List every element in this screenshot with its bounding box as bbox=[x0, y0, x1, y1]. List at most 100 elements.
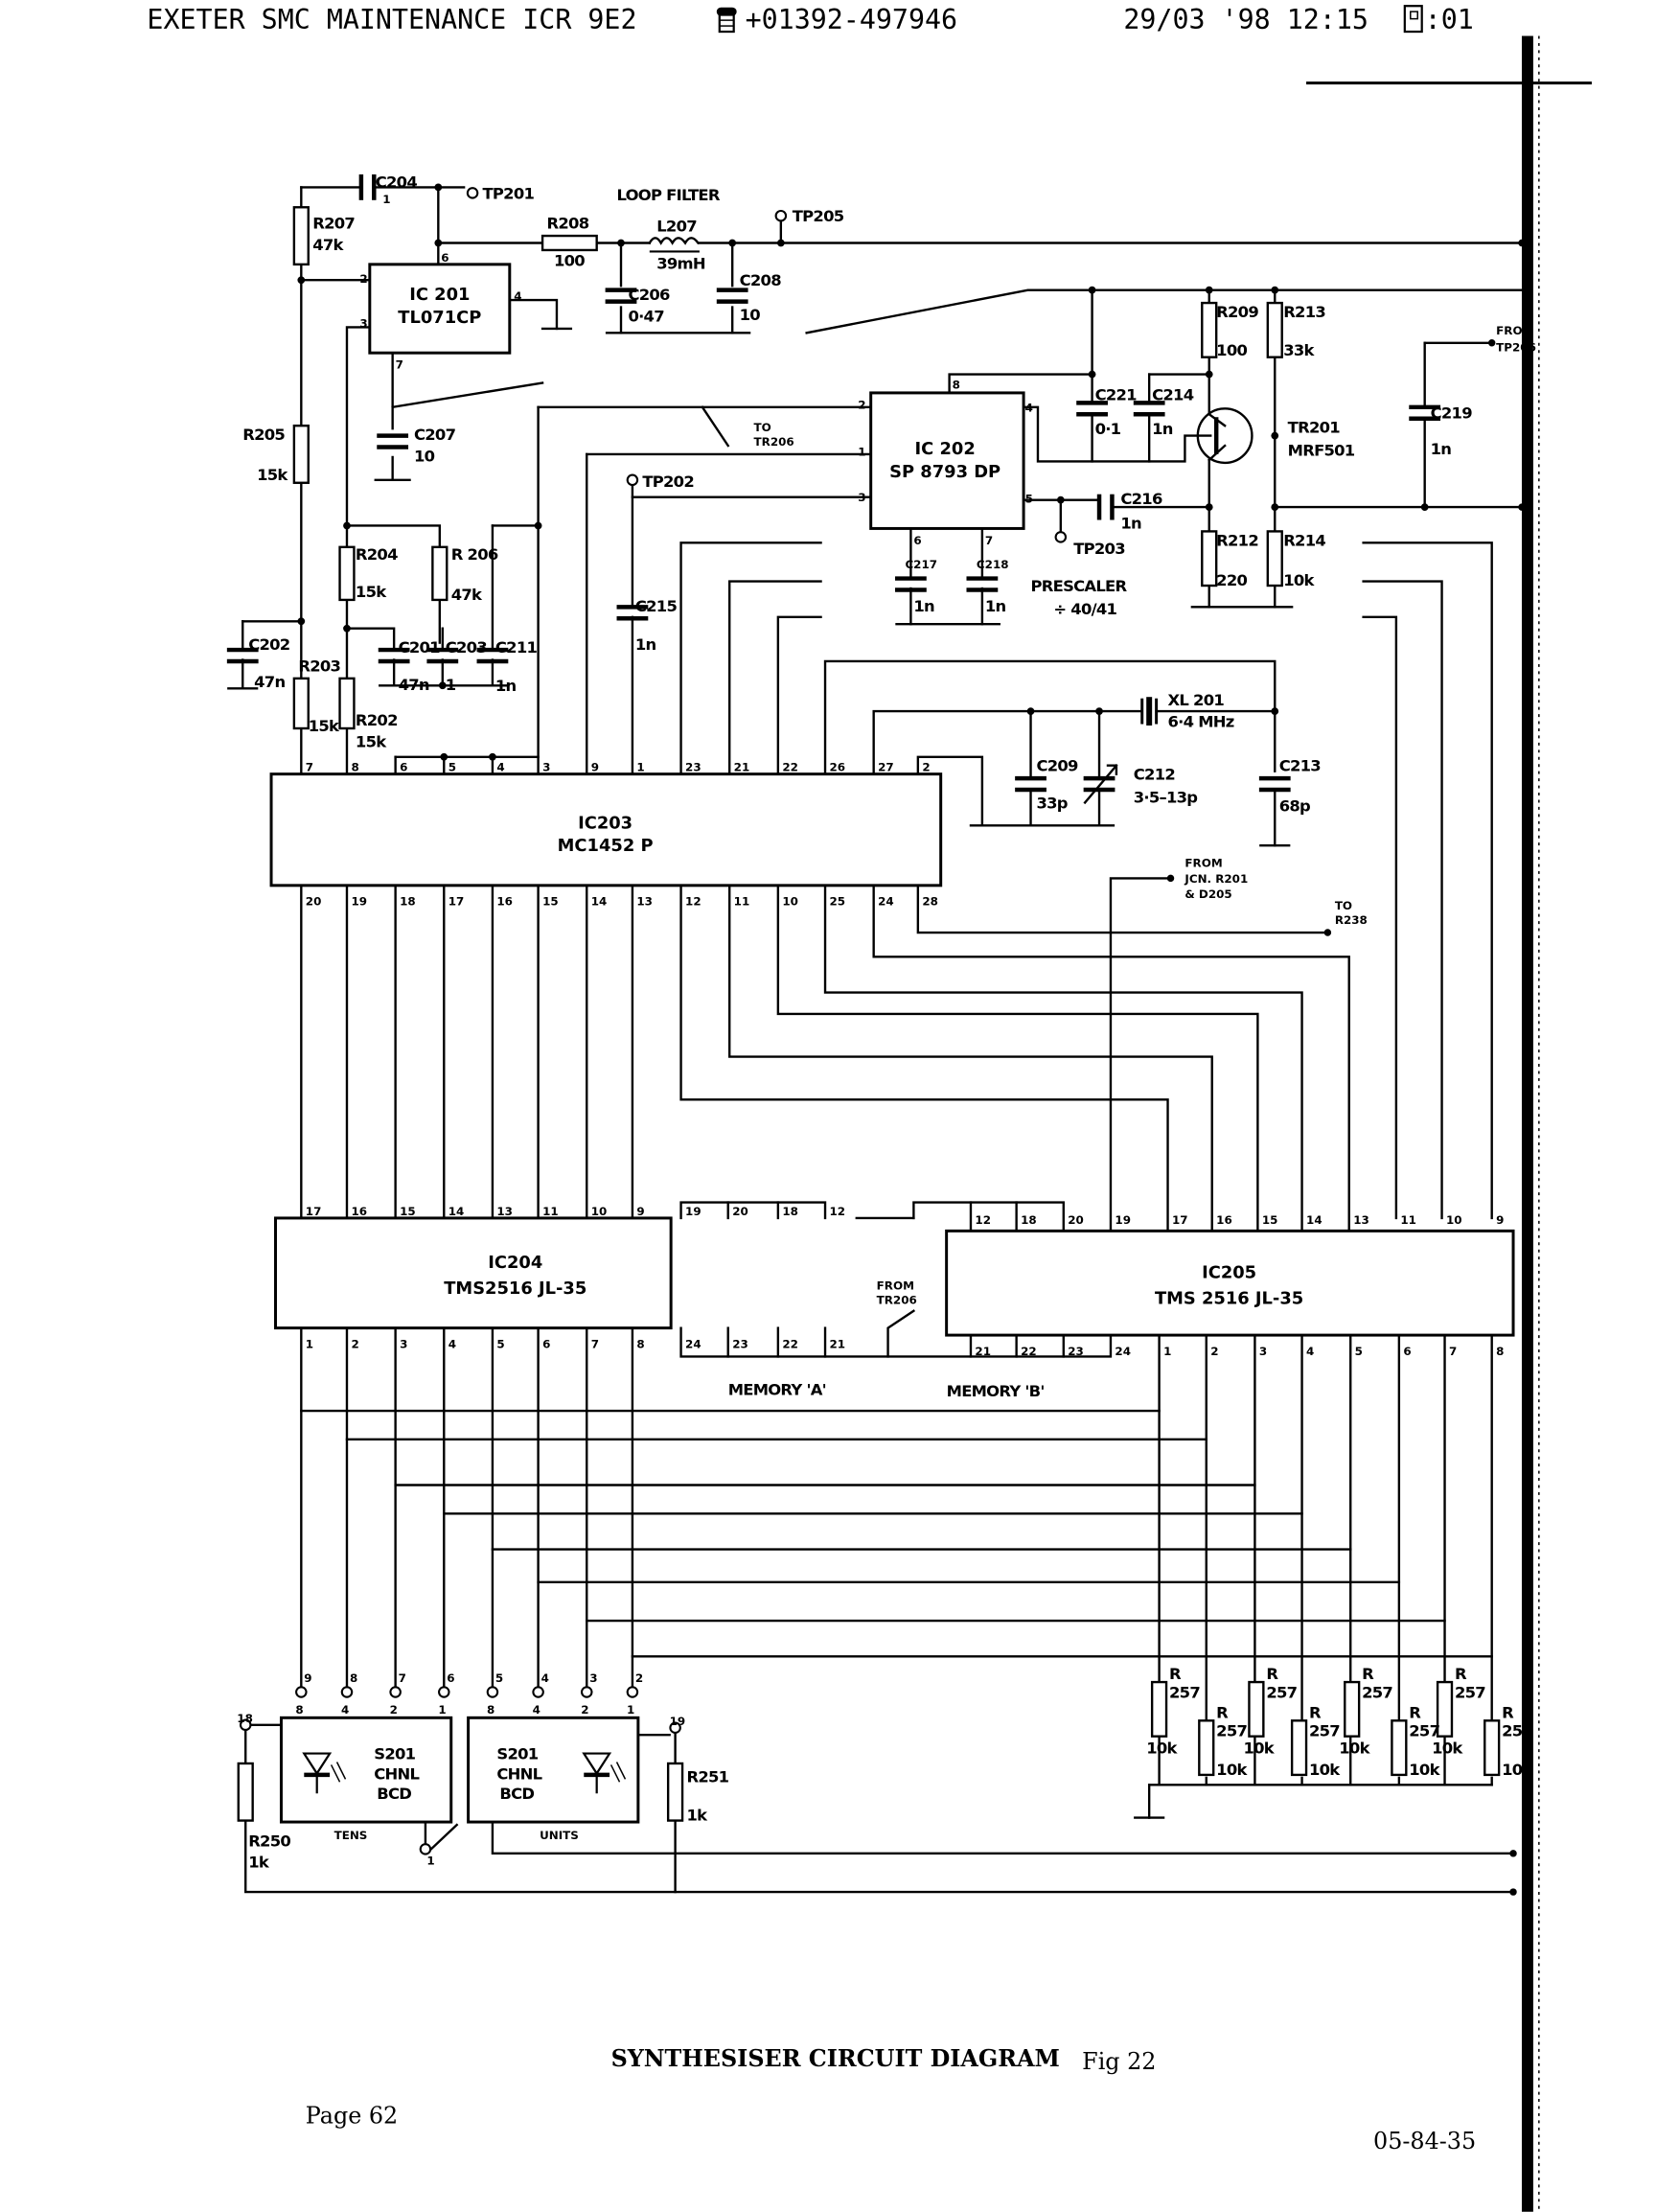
components-xl201-ref: XL 201 bbox=[1168, 691, 1225, 709]
ic202-pin: 1 bbox=[858, 445, 865, 458]
notes-prescaler: PRESCALER bbox=[1031, 577, 1128, 595]
notes-units: UNITS bbox=[540, 1829, 579, 1842]
switch-weight-label: 8 bbox=[295, 1703, 303, 1717]
r257-value: 10k bbox=[1146, 1740, 1178, 1758]
junction-dot bbox=[534, 521, 542, 530]
wire bbox=[1362, 580, 1443, 1220]
ic203 bbox=[269, 772, 943, 887]
ic202-pin: 7 bbox=[985, 534, 993, 547]
junction-dot bbox=[1271, 707, 1279, 715]
junction-dot bbox=[1205, 503, 1213, 511]
wire bbox=[916, 884, 1329, 934]
junction-dot bbox=[1271, 286, 1279, 294]
components-r213-ref: R213 bbox=[1283, 303, 1325, 321]
r257-ref: R bbox=[1309, 1703, 1322, 1721]
ic204-pin: 23 bbox=[732, 1337, 748, 1350]
capacitor-c207 bbox=[377, 433, 409, 449]
ic205-pin: 17 bbox=[1172, 1213, 1188, 1227]
r257-ref: 257 bbox=[1409, 1722, 1439, 1740]
junction-dot bbox=[343, 521, 351, 530]
components-c219-value: 1n bbox=[1431, 440, 1452, 458]
ic205-pin: 24 bbox=[1115, 1345, 1131, 1358]
document-number: 05-84-35 bbox=[1373, 2128, 1476, 2154]
components-c216-value: 1n bbox=[1120, 514, 1141, 532]
ic205-pin: 19 bbox=[1115, 1213, 1131, 1227]
ic205-pin: 22 bbox=[1021, 1345, 1037, 1358]
resistor-r204 bbox=[338, 545, 356, 602]
capacitor-c201 bbox=[378, 647, 410, 664]
notes-memory_b: MEMORY 'B' bbox=[947, 1382, 1045, 1400]
switch-s201-units bbox=[467, 1716, 640, 1824]
wires bbox=[227, 186, 1524, 1894]
wire bbox=[244, 1819, 1515, 1894]
components-c217-value: 1n bbox=[913, 597, 934, 615]
ic202-pin: 6 bbox=[913, 534, 921, 547]
ic201-pin: 3 bbox=[359, 316, 367, 330]
capacitor-c215 bbox=[616, 605, 649, 621]
ic205-pin: 11 bbox=[1400, 1213, 1416, 1227]
ic205-pin: 23 bbox=[1068, 1345, 1084, 1358]
ic203-pin: 19 bbox=[351, 895, 367, 909]
resistor-r250 bbox=[237, 1762, 254, 1822]
ic204-pin: 8 bbox=[636, 1337, 644, 1350]
junction-dot bbox=[1271, 431, 1279, 440]
components-c208-value: 10 bbox=[740, 306, 761, 324]
r257-value: 10k bbox=[1216, 1761, 1248, 1779]
ic204-pin: 22 bbox=[782, 1337, 798, 1350]
test_points-tp201: TP201 bbox=[483, 184, 535, 202]
ic205-pin: 4 bbox=[1306, 1345, 1314, 1358]
switch-s201-tens bbox=[279, 1716, 453, 1824]
components-c209-value: 33p bbox=[1036, 794, 1067, 812]
wire bbox=[345, 326, 372, 548]
components-c201-ref: C201 bbox=[399, 638, 441, 657]
ic203-pin: 14 bbox=[591, 895, 608, 909]
ic204-pin: 19 bbox=[685, 1205, 702, 1218]
notes-from_jcn_b: JCN. R201 bbox=[1184, 872, 1248, 886]
header-phone: +01392-497946 bbox=[746, 4, 957, 35]
wire bbox=[1022, 405, 1212, 463]
switch-weight-label: 1 bbox=[438, 1703, 446, 1717]
ics-ic203-ref: IC203 bbox=[578, 813, 632, 833]
ic204-pin: 9 bbox=[636, 1205, 644, 1218]
switch-pin bbox=[340, 1686, 354, 1698]
switch-pin-label: 4 bbox=[541, 1671, 549, 1685]
wire bbox=[679, 1326, 1113, 1358]
ic202-pin: 5 bbox=[1025, 493, 1033, 506]
wire bbox=[1109, 877, 1172, 1233]
page-edge bbox=[1306, 35, 1592, 2212]
switch-pin bbox=[486, 1686, 499, 1698]
components-r212-value: 220 bbox=[1216, 571, 1247, 589]
capacitor-c212 bbox=[1083, 775, 1116, 793]
components-r203-value: 15k bbox=[309, 717, 340, 735]
components-r251-value: 1k bbox=[687, 1807, 709, 1825]
transistor-tr201 bbox=[1196, 407, 1254, 465]
ic203-pin: 2 bbox=[922, 761, 930, 774]
capacitor-c214 bbox=[1133, 401, 1165, 417]
wire bbox=[912, 1201, 1065, 1233]
switch-pin bbox=[389, 1686, 402, 1698]
junction-dot bbox=[1205, 370, 1213, 379]
components-r202-ref: R202 bbox=[356, 711, 398, 729]
footer: SYNTHESISER CIRCUIT DIAGRAM Fig 22 Page … bbox=[306, 2045, 1476, 2154]
ics-ic202-ref: IC 202 bbox=[915, 439, 976, 459]
switch-pin-label: 7 bbox=[399, 1671, 406, 1685]
switch-weight-label: 1 bbox=[627, 1703, 634, 1717]
components-c221-ref: C221 bbox=[1095, 385, 1138, 403]
ic202-pin: 8 bbox=[953, 378, 960, 391]
diagram-title: SYNTHESISER CIRCUIT DIAGRAM bbox=[611, 2045, 1060, 2072]
wire bbox=[916, 755, 984, 827]
wire bbox=[728, 580, 822, 775]
ic204-pin: 10 bbox=[591, 1205, 608, 1218]
wire bbox=[679, 541, 822, 775]
capacitor-c206 bbox=[605, 288, 637, 304]
notes-tens: TENS bbox=[334, 1829, 368, 1842]
ic203-pin: 5 bbox=[448, 761, 456, 774]
switch-pin bbox=[580, 1686, 593, 1698]
ic203-pin: 26 bbox=[829, 761, 845, 774]
ics-ic204-part: TMS2516 JL-35 bbox=[444, 1279, 586, 1299]
switch-pin-label: 3 bbox=[589, 1671, 597, 1685]
components-r207-ref: R207 bbox=[312, 215, 355, 233]
components-c202-value: 47n bbox=[254, 673, 285, 691]
components-r203-ref: R203 bbox=[298, 657, 340, 675]
